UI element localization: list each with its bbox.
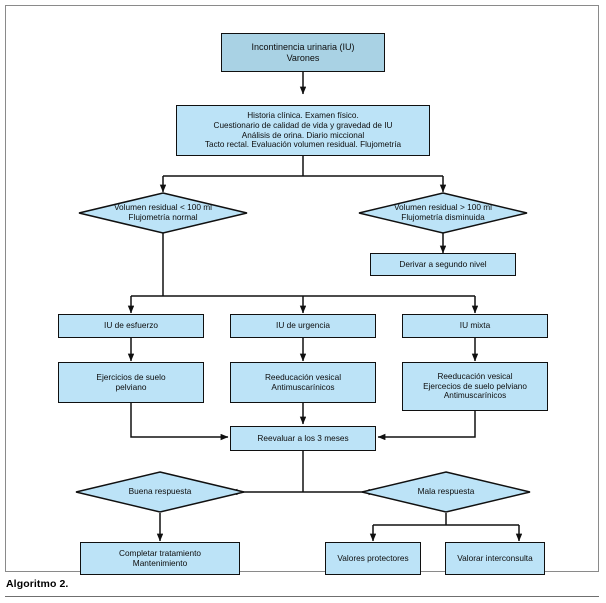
node-treatment-urge-line1: Reeducación vesical	[264, 371, 342, 382]
node-assessment-line2: Cuestionario de calidad de vida y graved…	[213, 120, 393, 130]
node-bad-response-line1: Mala respuesta	[417, 486, 475, 497]
node-treatment-mixed: Reeducación vesical Ejercecios de suelo …	[402, 362, 548, 411]
node-consult: Valorar interconsulta	[445, 542, 545, 575]
node-type-stress: IU de esfuerzo	[58, 314, 204, 338]
node-decision-high-line2: Flujometría disminuida	[401, 212, 485, 222]
node-assessment-line1: Historia clínica. Examen físico.	[247, 111, 359, 121]
node-treatment-stress-line1: Ejercicios de suelo	[96, 371, 166, 382]
node-good-response: Buena respuesta	[75, 471, 245, 513]
node-complete-treatment-line2: Mantenimiento	[132, 557, 188, 568]
node-reassess: Reevaluar a los 3 meses	[230, 426, 376, 451]
node-type-urge-line1: IU de urgencia	[276, 320, 330, 331]
node-decision-low-line1: Volumen residual < 100 ml	[113, 202, 212, 213]
node-referral-line1: Derivar a segundo nivel	[399, 258, 487, 269]
node-good-response-line1: Buena respuesta	[128, 486, 192, 497]
node-title-line2: Varones	[286, 52, 320, 63]
node-decision-low-residual: Volumen residual < 100 ml Flujometría no…	[78, 192, 248, 234]
node-treatment-urge: Reeducación vesical Antimuscarínicos	[230, 362, 376, 403]
node-assessment-line3: Análisis de orina. Diario miccional	[241, 130, 365, 140]
node-complete-treatment-line1: Completar tratamiento	[118, 547, 202, 558]
node-title: Incontinencia urinaria (IU) Varones	[221, 33, 385, 72]
node-complete-treatment: Completar tratamiento Mantenimiento	[80, 542, 240, 575]
node-title-line1: Incontinencia urinaria (IU)	[251, 41, 355, 52]
caption-rule	[5, 596, 599, 597]
node-treatment-stress-line2: pelviano	[115, 381, 147, 392]
node-decision-high-residual: Volumen residual > 100 ml Flujometría di…	[358, 192, 528, 234]
node-type-stress-line1: IU de esfuerzo	[104, 320, 158, 331]
node-protective-values-line1: Valores protectores	[337, 552, 409, 563]
node-referral: Derivar a segundo nivel	[370, 253, 516, 276]
node-treatment-mixed-line3: Antimuscarínicos	[443, 391, 507, 401]
node-treatment-mixed-line2: Ejercecios de suelo pelviano	[423, 381, 527, 391]
node-type-mixed-line1: IU mixta	[459, 320, 491, 331]
node-treatment-mixed-line1: Reeducación vesical	[437, 371, 513, 381]
node-assessment: Historia clínica. Examen físico. Cuestio…	[176, 105, 430, 156]
figure-frame	[5, 5, 599, 572]
node-decision-high-line1: Volumen residual > 100 ml	[393, 202, 492, 213]
node-protective-values: Valores protectores	[325, 542, 421, 575]
node-decision-low-line2: Flujometría normal	[128, 212, 198, 222]
node-treatment-urge-line2: Antimuscarínicos	[271, 381, 335, 392]
figure-caption: Algoritmo 2.	[6, 578, 69, 590]
node-reassess-line1: Reevaluar a los 3 meses	[257, 432, 349, 443]
node-type-mixed: IU mixta	[402, 314, 548, 338]
node-type-urge: IU de urgencia	[230, 314, 376, 338]
node-bad-response: Mala respuesta	[361, 471, 531, 513]
node-treatment-stress: Ejercicios de suelo pelviano	[58, 362, 204, 403]
node-assessment-line4: Tacto rectal. Evaluación volumen residua…	[204, 140, 402, 150]
node-consult-line1: Valorar interconsulta	[457, 552, 533, 563]
